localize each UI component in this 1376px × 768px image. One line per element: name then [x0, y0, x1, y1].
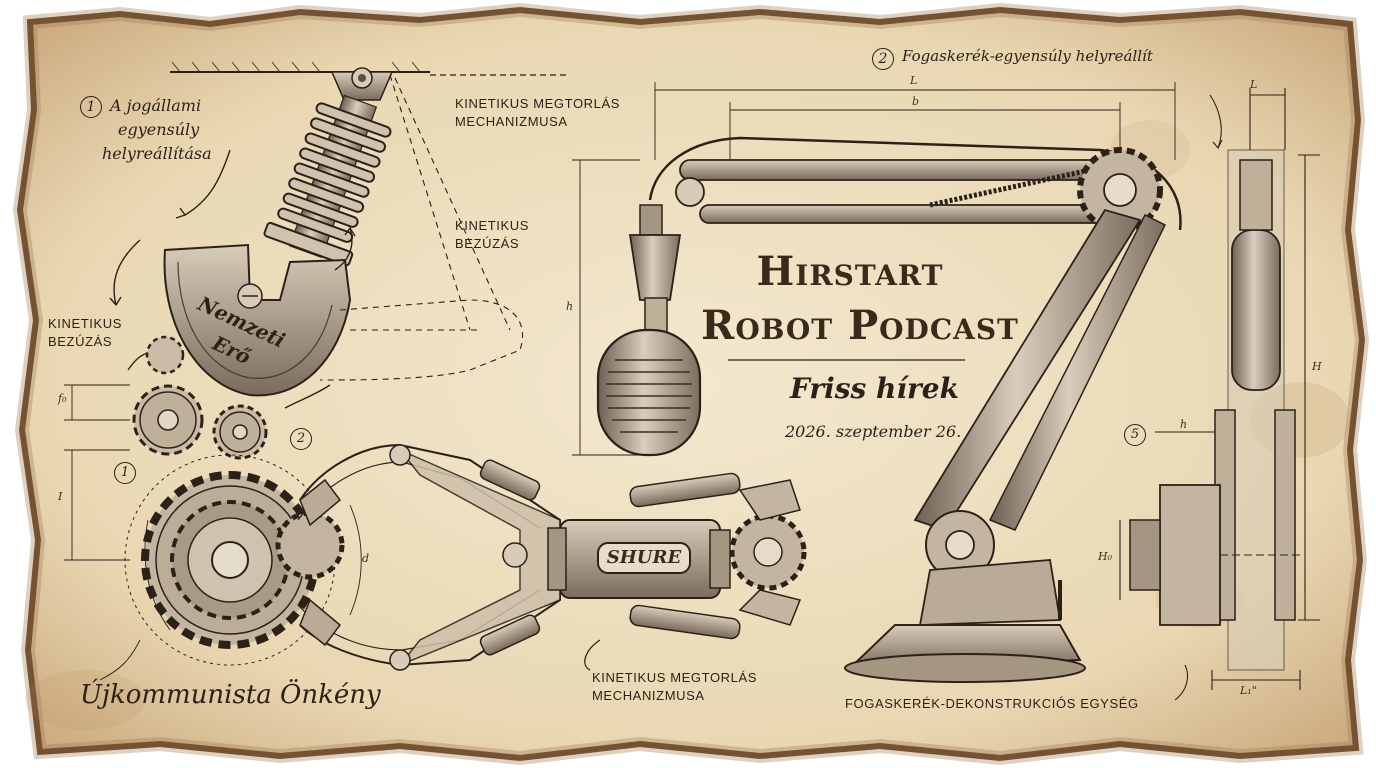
dim-I: I [58, 490, 63, 503]
dim-h-left: h [566, 300, 574, 313]
note1-marker: 1 [80, 96, 102, 118]
label-kinetikus-megtorlas-bottom-1: KINETIKUS MEGTORLÁS [592, 670, 758, 685]
spring-icon [263, 67, 394, 267]
marker-2: 2 [290, 428, 312, 450]
dim-fo: f₀ [58, 392, 67, 405]
label-kinetikus-bezuzas-mid-1: KINETIKUS [455, 218, 530, 233]
note1-line3: helyreállítása [102, 144, 212, 163]
marker-1: 1 [114, 462, 136, 484]
dim-b: b [912, 95, 920, 108]
label-kinetikus-bezuzas-mid-2: BEZÚZÁS [455, 236, 520, 251]
dim-L2: L₁" [1240, 684, 1257, 697]
dim-Ho: H₀ [1098, 550, 1113, 563]
gripper-icon [297, 443, 807, 671]
podcast-date: 2026. szeptember 26. [785, 422, 962, 441]
label-ujkommunista: Újkommunista Önkény [80, 680, 381, 710]
gear-icon [124, 454, 345, 666]
dim-h-small: h [1180, 418, 1188, 431]
gripper-brand-label: SHURE [606, 547, 682, 568]
note1-line2: egyensúly [118, 120, 200, 139]
robot-arm-icon [648, 136, 1182, 683]
podcast-subtitle: Friss hírek [790, 372, 960, 405]
podcast-title-line2: Robot Podcast [701, 302, 1019, 349]
label-kinetikus-megtorlas-bottom-2: MECHANIZMUSA [592, 688, 705, 703]
label-kinetikus-bezuzas-left-2: BEZÚZÁS [48, 334, 113, 349]
note2-marker: 2 [872, 48, 894, 70]
label-kinetikus-bezuzas-left-1: KINETIKUS [48, 316, 123, 331]
label-fogaskerek-egyseg: FOGASKERÉK-DEKONSTRUKCIÓS EGYSÉG [845, 696, 1139, 711]
label-kinetikus-megtorlas-top-1: KINETIKUS MEGTORLÁS [455, 96, 621, 111]
hammer-icon [163, 243, 352, 397]
label-kinetikus-megtorlas-top-2: MECHANIZMUSA [455, 114, 568, 129]
microphone-icon [596, 204, 702, 457]
gear-icon [132, 335, 268, 460]
note1-line1: A jogállami [110, 96, 202, 115]
dim-L-right: L [1250, 78, 1258, 91]
dim-H: H [1312, 360, 1322, 373]
dim-L-top: L [910, 74, 918, 87]
note2-text: Fogaskerék-egyensúly helyreállít [902, 47, 1153, 65]
dim-d: d [362, 552, 370, 565]
podcast-title-line1: Hirstart [756, 248, 944, 295]
marker-5: 5 [1124, 424, 1146, 446]
